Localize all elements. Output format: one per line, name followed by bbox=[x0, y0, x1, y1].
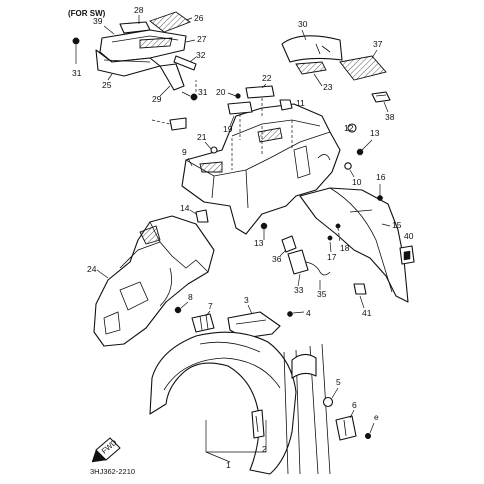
callout-14: 14 bbox=[180, 203, 190, 213]
callout-27: 27 bbox=[197, 34, 207, 44]
bolt-16 bbox=[377, 195, 383, 201]
callout-41: 41 bbox=[362, 308, 372, 318]
callout-24: 24 bbox=[87, 264, 97, 274]
callout-36: 36 bbox=[272, 254, 282, 264]
header-note: (FOR SW) bbox=[68, 9, 106, 18]
part-15-rear-fender bbox=[299, 187, 409, 303]
part-1-front-fender bbox=[149, 331, 297, 475]
grommet-12 bbox=[347, 123, 357, 133]
callout-40: 40 bbox=[404, 231, 414, 241]
screw-17 bbox=[327, 235, 333, 241]
callout-6: 6 bbox=[352, 400, 357, 410]
part-38-pad bbox=[371, 91, 391, 103]
bolt-20 bbox=[235, 93, 241, 99]
callout-13-upper: 13 bbox=[370, 128, 380, 138]
callout-17: 17 bbox=[327, 252, 337, 262]
bolt-8 bbox=[174, 306, 182, 314]
callout-30: 30 bbox=[298, 19, 308, 29]
part-14-clip bbox=[195, 209, 209, 223]
callout-10: 10 bbox=[352, 177, 362, 187]
part-29-bracket bbox=[159, 63, 185, 91]
screw-18 bbox=[335, 223, 341, 229]
part-7-bracket bbox=[191, 313, 215, 333]
callout-21: 21 bbox=[197, 132, 207, 142]
bolt-13-upper bbox=[356, 148, 364, 156]
bolt-4 bbox=[287, 311, 293, 317]
nut-10 bbox=[344, 162, 352, 170]
callout-2: 2 bbox=[262, 444, 267, 454]
callout-29: 29 bbox=[152, 94, 162, 104]
part-22-bracket bbox=[245, 85, 275, 99]
callout-16: 16 bbox=[376, 172, 386, 182]
callout-25: 25 bbox=[102, 80, 112, 90]
screw-31-right bbox=[190, 93, 198, 101]
grommet-5 bbox=[322, 396, 334, 408]
bolt-13-lower bbox=[260, 222, 268, 230]
callout-8: 8 bbox=[188, 292, 193, 302]
part-23-pad bbox=[295, 61, 327, 75]
part-30-cover bbox=[281, 35, 343, 63]
clip-left bbox=[169, 117, 187, 131]
callout-9: 9 bbox=[182, 147, 187, 157]
callout-3: 3 bbox=[244, 295, 249, 305]
part-37-plate bbox=[339, 55, 387, 81]
screw-31-left bbox=[72, 37, 80, 45]
part-2-bracket bbox=[251, 409, 265, 439]
callout-1: 1 bbox=[226, 460, 231, 470]
part-9-rear-frame bbox=[181, 103, 341, 235]
callout-28: 28 bbox=[134, 5, 144, 15]
callout-18: 18 bbox=[340, 243, 350, 253]
fwd-arrow: FWD bbox=[91, 437, 121, 463]
grommet-21 bbox=[210, 146, 218, 154]
part-19-bracket bbox=[227, 101, 253, 115]
part-26-plate bbox=[149, 11, 191, 33]
callout-4: 4 bbox=[306, 308, 311, 318]
bolt-e bbox=[364, 432, 372, 440]
callout-31-left: 31 bbox=[72, 68, 82, 78]
wire-35 bbox=[305, 261, 331, 276]
callout-35: 35 bbox=[317, 289, 327, 299]
callout-38: 38 bbox=[385, 112, 395, 122]
part-33-lamp bbox=[287, 249, 309, 275]
callout-32: 32 bbox=[196, 50, 206, 60]
callout-7: 7 bbox=[208, 301, 213, 311]
part-3-plate bbox=[227, 311, 281, 339]
callout-37: 37 bbox=[373, 39, 383, 49]
part-36-cap bbox=[281, 235, 297, 253]
callout-11: 11 bbox=[296, 98, 305, 108]
callout-19: 19 bbox=[223, 124, 233, 134]
callout-12: 12 bbox=[344, 123, 354, 133]
callout-5: 5 bbox=[336, 377, 341, 387]
callout-20: 20 bbox=[216, 87, 226, 97]
callout-39: 39 bbox=[93, 16, 103, 26]
callout-13-lower: 13 bbox=[254, 238, 264, 248]
part-6-bracket bbox=[335, 415, 357, 441]
nut-11 bbox=[279, 99, 293, 111]
callout-31-right: 31 bbox=[198, 87, 208, 97]
part-32-stay bbox=[173, 55, 197, 71]
callout-26: 26 bbox=[194, 13, 204, 23]
nut-41 bbox=[353, 283, 367, 295]
callout-23: 23 bbox=[323, 82, 333, 92]
callout-33: 33 bbox=[294, 285, 304, 295]
callout-22: 22 bbox=[262, 73, 272, 83]
part-24-inner-fender bbox=[93, 215, 215, 347]
diagram-code: 3HJ362-2210 bbox=[90, 467, 135, 476]
callout-15: 15 bbox=[392, 220, 402, 230]
fork-clamp bbox=[291, 353, 317, 379]
callout-e: e bbox=[374, 412, 379, 422]
